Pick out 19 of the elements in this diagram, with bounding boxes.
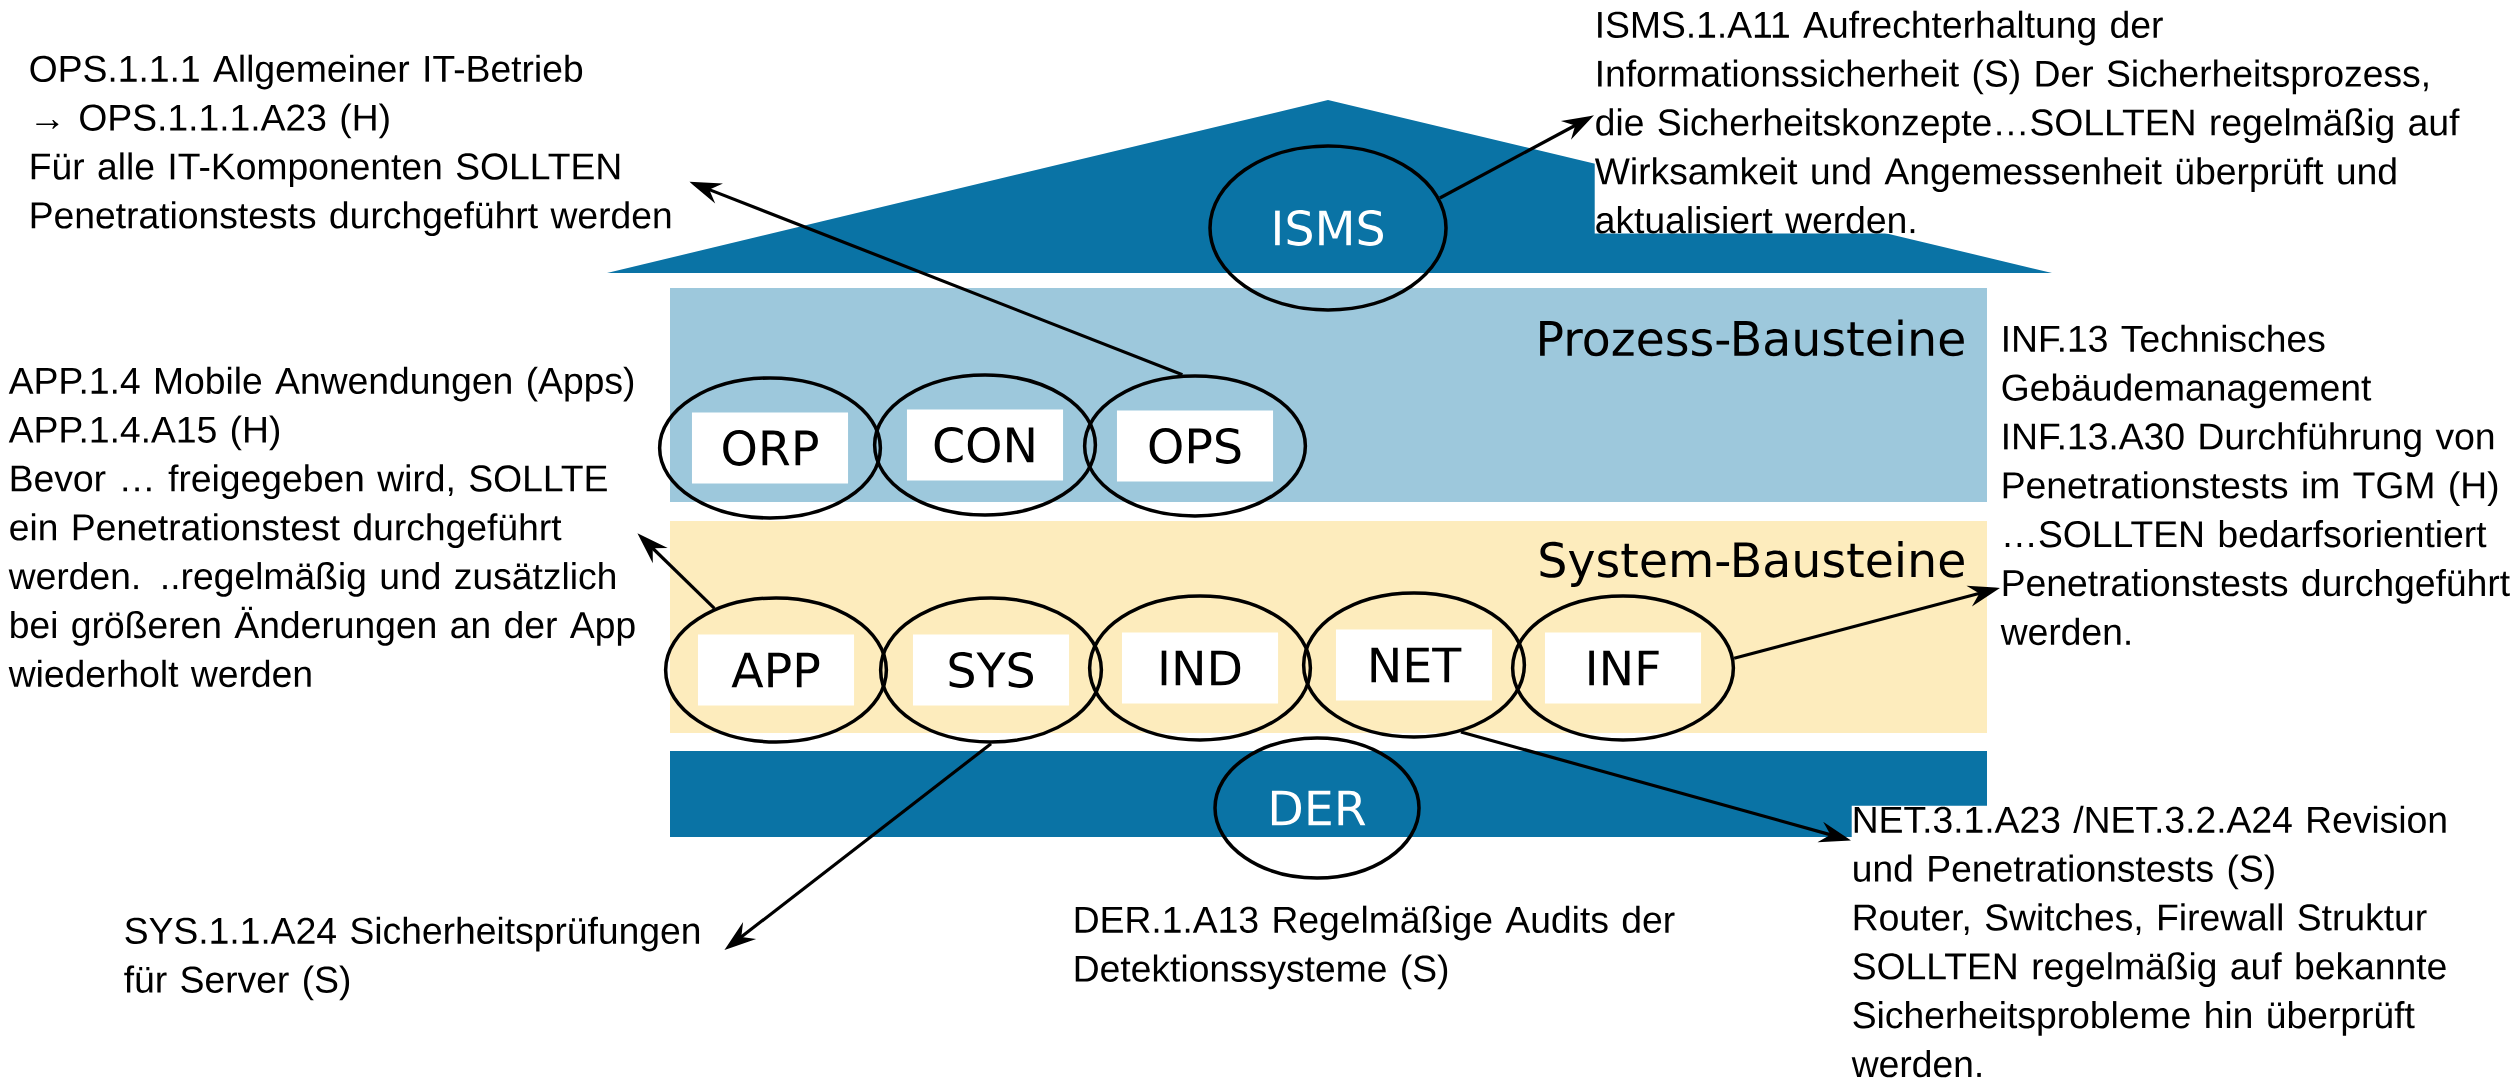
caption-text: DER.1.A13 Regelmäßige Audits der Detektionssysteme (S): [1075, 905, 1675, 990]
band-title: System-Bausteine: [1540, 541, 1964, 587]
annotation-text: NET.3.1.A23 /NET.3.2.A24 Revision und Penetrationstests (S) Router, Switches, Firewall Struktur SOLLTEN regelmäßig auf bekannte Sicherheitsprobleme hin überprüft werden.: [1851, 805, 2472, 1078]
ellipse-label: ISMS: [1208, 144, 1448, 312]
ellipse-label: DER: [1213, 736, 1421, 880]
ellipse-label: SYS: [878, 596, 1104, 744]
annotation-text: APP.1.4 Mobile Anwendungen (Apps) APP.1.4.A15 (H) Bevor … freigegeben wird, SOLLTE ein Penetrationstest durchgeführt werden. ..regelmäßig und zusätzlich bei größeren Änderungen an der App wiederholt werden: [8, 366, 635, 688]
annotation-text: OPS.1.1.1 Allgemeiner IT-Betrieb → OPS.1.1.1.A23 (H) Für alle IT-Komponenten SOLLTEN Penetrationstests durchgeführt werden: [30, 54, 671, 236]
ellipse-label: OPS: [1082, 374, 1308, 518]
annotation-text: ISMS.1.A11 Aufrechterhaltung der Informationssicherheit (S) Der Sicherheitsprozess, die Sicherheitskonzepte…SOLLTEN regelmäßig auf Wirksamkeit und Angemessenheit überprüft und aktualisiert werden.: [1594, 10, 2495, 234]
ellipse-label: IND: [1087, 594, 1313, 742]
ellipse-label: ORP: [657, 376, 883, 520]
ellipse-label: NET: [1301, 591, 1527, 739]
ellipse-label: INF: [1510, 594, 1736, 742]
annotation-text: INF.13 Technisches Gebäudemanagement INF.13.A30 Durchführung von Penetrationstests im TGM (H) …SOLLTEN bedarfsorientiert Penetrationstests durchgeführt werden.: [2000, 324, 2510, 646]
ellipse-label: APP: [663, 596, 889, 744]
ellipse-label: CON: [872, 373, 1098, 517]
band-title: Prozess-Bausteine: [1540, 319, 1964, 357]
annotation-text: SYS.1.1.A24 Sicherheitsprüfungen für Server (S): [124, 916, 700, 1001]
